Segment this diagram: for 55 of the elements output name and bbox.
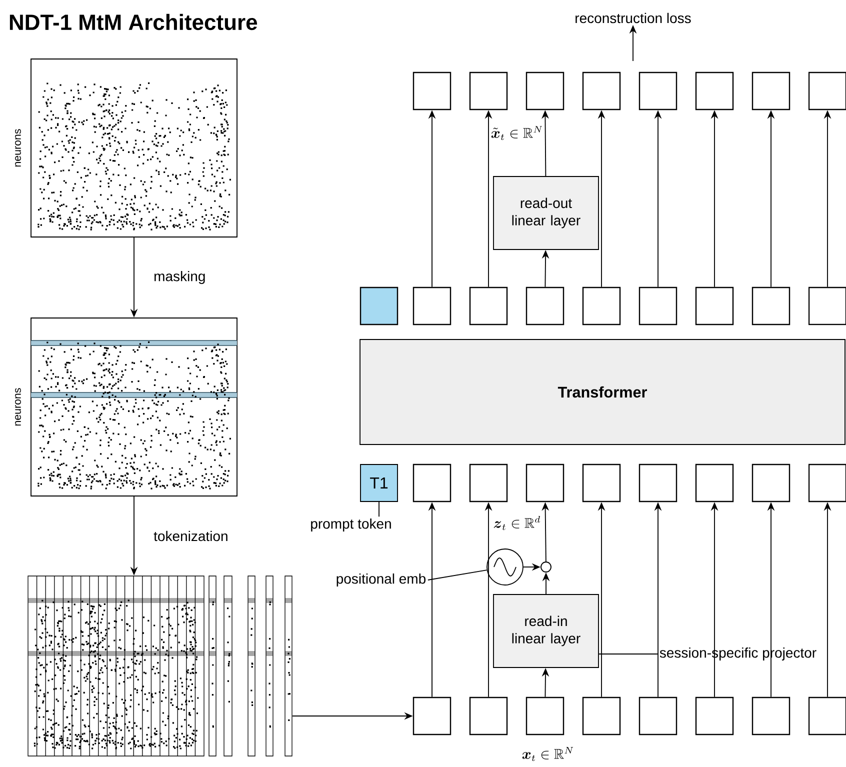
sine-wave-icon xyxy=(486,548,524,586)
token-box xyxy=(469,72,508,110)
token-box xyxy=(360,286,398,326)
token-box xyxy=(412,72,452,110)
token-box xyxy=(808,696,846,736)
token-box xyxy=(469,696,508,736)
token-box xyxy=(582,72,621,110)
token-box xyxy=(526,72,564,110)
leader-line xyxy=(427,570,488,580)
text-label: prompt token xyxy=(311,518,391,532)
token-box xyxy=(695,696,734,736)
raster-plot-drawing xyxy=(30,58,238,238)
title: NDT-1 MtM Architecture xyxy=(10,14,258,30)
token-box xyxy=(752,286,790,326)
layer-box: read-out linear layer xyxy=(493,176,599,250)
edge-label: masking xyxy=(154,270,205,284)
tokenized-raster-drawing xyxy=(28,576,292,756)
edge-label: tokenization xyxy=(154,530,228,542)
token-box xyxy=(695,464,734,502)
token-box xyxy=(526,286,564,326)
token-box xyxy=(638,464,678,502)
raster-plot-drawing xyxy=(30,318,238,496)
math-label: $\tilde{\boldsymbol{x}}_t \in \mathbb{R}^N$ xyxy=(491,126,542,140)
layer-box: read-in linear layer xyxy=(493,594,599,668)
sum-circle xyxy=(540,562,552,572)
math-label: $\boldsymbol{z}_t \in \mathbb{R}^d$ xyxy=(494,516,540,530)
prompt-token-box: T1 xyxy=(360,464,398,502)
token-box xyxy=(582,286,621,326)
token-box xyxy=(808,286,846,326)
token-box xyxy=(808,72,846,110)
token-box xyxy=(412,286,452,326)
token-box xyxy=(752,696,790,736)
token-box xyxy=(752,464,790,502)
token-box xyxy=(638,696,678,736)
token-box xyxy=(808,464,846,502)
axis-label: neurons xyxy=(15,388,21,426)
leader-line xyxy=(378,502,380,518)
text-label: positional emb xyxy=(336,573,426,587)
token-box xyxy=(412,464,452,502)
token-box xyxy=(695,286,734,326)
token-box xyxy=(582,696,621,736)
token-box xyxy=(526,696,564,736)
text-label: reconstruction loss xyxy=(576,12,691,24)
token-box xyxy=(469,286,508,326)
token-box xyxy=(752,72,790,110)
token-box xyxy=(582,464,621,502)
token-box xyxy=(638,72,678,110)
axis-label: neurons xyxy=(15,129,21,167)
token-box xyxy=(526,464,564,502)
math-label: $\boldsymbol{x}_t \in \mathbb{R}^N$ xyxy=(522,747,574,761)
token-box xyxy=(412,696,452,736)
token-box xyxy=(638,286,678,326)
transformer-block: Transformer xyxy=(360,339,846,445)
token-box xyxy=(469,464,508,502)
token-box xyxy=(695,72,734,110)
